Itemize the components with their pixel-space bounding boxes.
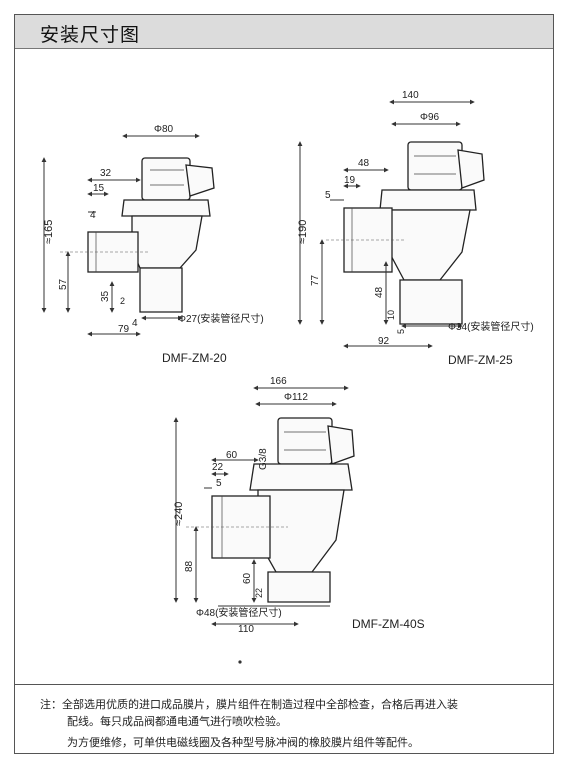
dim-40s-phi112: Φ112 [284,392,308,403]
valve-dmf-zm-25: 140 Φ96 48 19 5 ≈190 77 48 10 5 Φ34(安装管径… [297,90,534,367]
dim-25-5: 5 [325,190,331,201]
note-separator [15,684,553,685]
dim-25-140: 140 [402,90,419,101]
note-line-3: 为方便维修，可单供电磁线圈及各种型号脉冲阀的橡胶膜片组件等配件。 [67,736,419,749]
note-line-1: 注：全部选用优质的进口成品膜片，膜片组件在制造过程中全部检查，合格后再进入装 [40,698,458,711]
dim-20-2: 2 [120,296,125,306]
model-name-dmf-zm-20: DMF-ZM-20 [162,351,227,365]
valve-dmf-zm-40s: 166 Φ112 G3/8 60 22 5 ≈240 88 60 22 Φ48(… [173,376,425,664]
header-bar [15,15,553,49]
dim-40s-phi48: Φ48(安装管径尺寸) [196,606,282,619]
model-name-dmf-zm-40s: DMF-ZM-40S [352,617,425,631]
dim-20-15: 15 [93,183,105,194]
dim-40s-h240: ≈240 [173,502,185,526]
dim-25-10: 10 [386,310,396,320]
dim-40s-22: 22 [212,462,224,473]
dim-20-32: 32 [100,168,112,179]
dim-25-phi96: Φ96 [420,112,440,123]
dim-20-phi27: Φ27(安装管径尺寸) [178,312,264,325]
model-name-dmf-zm-25: DMF-ZM-25 [448,353,513,367]
dim-25-phi34: Φ34(安装管径尺寸) [448,320,534,333]
dim-40s-88: 88 [184,560,195,572]
dim-25-5b: 5 [396,329,406,334]
dim-25-77: 77 [310,274,321,286]
page-title: 安装尺寸图 [40,24,141,46]
dim-40s-22v: 22 [254,588,264,598]
dim-20-h165: ≈165 [43,220,55,244]
dim-20-79: 79 [118,324,130,335]
valve-dmf-zm-20: Φ80 32 15 4 ≈165 57 35 2 4 Φ27(安装管径尺寸) 7… [41,124,264,365]
dim-25-92: 92 [378,336,390,347]
dim-20-57: 57 [58,278,69,290]
dim-20-35: 35 [100,290,111,302]
dimension-drawing: Φ80 32 15 4 ≈165 57 35 2 4 Φ27(安装管径尺寸) 7… [41,90,534,664]
dim-40s-166: 166 [270,376,287,387]
page-frame [14,14,554,754]
dim-40s-5: 5 [216,478,222,489]
dim-20-4: 4 [90,210,96,221]
dim-40s-60v: 60 [242,572,253,584]
dim-25-19: 19 [344,175,356,186]
dim-20-phi80: Φ80 [154,124,174,135]
dim-25-h190: ≈190 [297,220,309,244]
dim-25-48v: 48 [374,286,385,298]
dim-20-4b: 4 [132,318,138,329]
note-line-2: 配线。每只成品阀都通电通气进行喷吹检验。 [67,715,287,728]
dim-40s-60: 60 [226,450,238,461]
dim-40s-g38: G3/8 [258,448,269,470]
dim-25-48: 48 [358,158,370,169]
dim-40s-110: 110 [238,624,254,635]
